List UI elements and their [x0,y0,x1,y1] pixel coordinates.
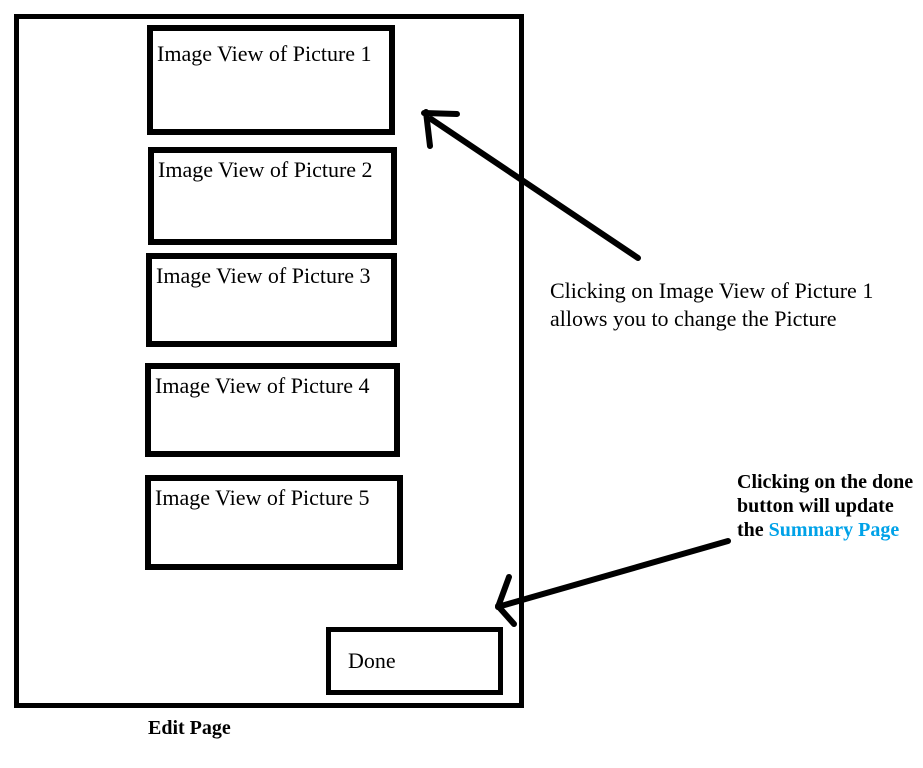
done-button[interactable]: Done [326,627,503,695]
image-view-picture-3[interactable]: Image View of Picture 3 [146,253,397,347]
picture-annotation: Clicking on Image View of Picture 1 allo… [550,278,874,331]
image-view-picture-5[interactable]: Image View of Picture 5 [145,475,403,570]
done-annotation-line-3: the Summary Page [737,518,923,542]
image-view-picture-1-label: Image View of Picture 1 [157,41,372,66]
image-view-picture-4[interactable]: Image View of Picture 4 [145,363,400,457]
done-button-label: Done [348,648,396,673]
image-view-picture-1[interactable]: Image View of Picture 1 [147,25,395,135]
done-annotation: Clicking on the done button will update … [737,470,923,542]
image-view-picture-2-label: Image View of Picture 2 [158,157,373,182]
image-view-picture-5-label: Image View of Picture 5 [155,485,370,510]
edit-page-caption: Edit Page [148,717,231,739]
done-annotation-line-3-prefix: the [737,519,769,541]
done-annotation-line-2: button will update [737,495,894,517]
image-view-picture-4-label: Image View of Picture 4 [155,373,370,398]
arrow-to-done-button [495,538,731,627]
image-view-picture-3-label: Image View of Picture 3 [156,263,371,288]
summary-page-link: Summary Page [768,519,900,541]
done-annotation-line-1: Clicking on the done [737,471,914,493]
image-view-picture-2[interactable]: Image View of Picture 2 [148,147,397,245]
